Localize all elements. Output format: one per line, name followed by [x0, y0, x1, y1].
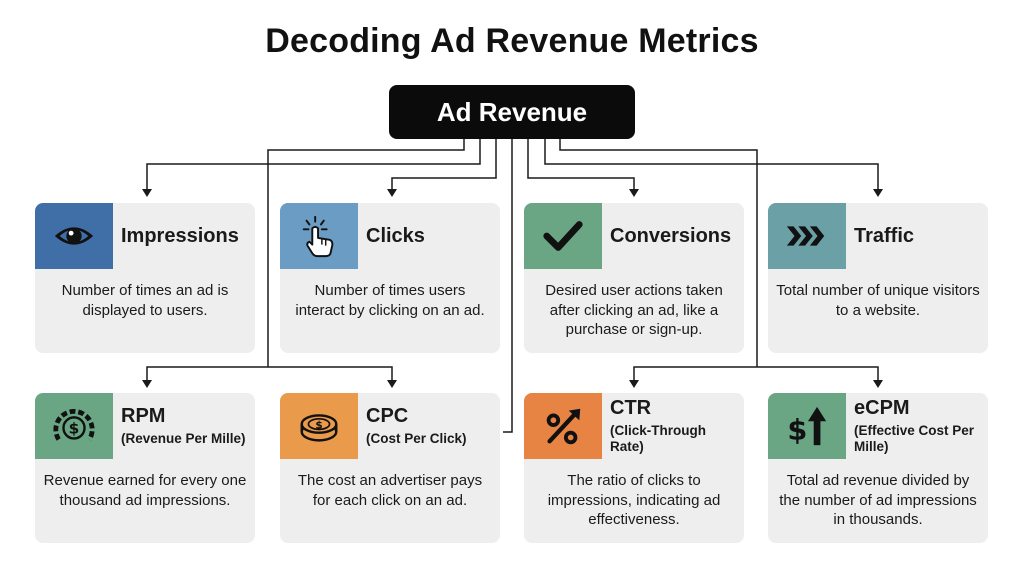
card-title: RPM: [121, 405, 166, 428]
card-ecpm: $ eCPM (Effective Cost Per Mille) Total …: [768, 393, 988, 543]
card-subtitle: (Cost Per Click): [366, 431, 467, 447]
connector-conversions: [527, 139, 635, 189]
card-clicks: Clicks Number of times users interact by…: [280, 203, 500, 353]
card-title: CTR: [610, 397, 652, 420]
card-description: Revenue earned for every one thousand ad…: [43, 472, 247, 509]
card-traffic: Traffic Total number of unique visitors …: [768, 203, 988, 353]
card-description: The cost an advertiser pays for each cli…: [297, 472, 483, 509]
card-title: Impressions: [121, 225, 239, 247]
card-ctr: CTR (Click-Through Rate) The ratio of cl…: [524, 393, 744, 543]
card-description: Total number of unique visitors to a web…: [776, 282, 980, 319]
card-description: Total ad revenue divided by the number o…: [779, 472, 977, 528]
svg-text:$: $: [315, 419, 322, 431]
card-description: Number of times users interact by clicki…: [295, 282, 485, 319]
card-subtitle: (Effective Cost Per Mille): [854, 423, 975, 454]
connector-center: [503, 139, 513, 433]
connector-ctr: [633, 366, 757, 380]
card-title: Traffic: [854, 225, 915, 247]
card-title: Conversions: [610, 225, 732, 247]
dollar-gauge-icon: $: [53, 409, 95, 441]
arrowhead-ctr: [629, 380, 639, 388]
percent-arrow-icon: [546, 408, 581, 445]
arrowhead-impressions: [142, 189, 152, 197]
card-title: Clicks: [366, 225, 425, 247]
card-title: eCPM: [854, 397, 910, 420]
connector-ecpm: [757, 366, 879, 380]
card-rpm: $ RPM (Revenue Per Mille) Revenue earned…: [35, 393, 255, 543]
arrowhead-cpc: [387, 380, 397, 388]
card-conversions: Conversions Desired user actions taken a…: [524, 203, 744, 353]
checkmark-icon: [543, 221, 583, 251]
arrowhead-traffic: [873, 189, 883, 197]
arrowhead-rpm: [142, 380, 152, 388]
connector-impressions: [146, 139, 481, 189]
card-subtitle: (Click-Through Rate): [610, 423, 706, 454]
connector-traffic: [544, 139, 879, 189]
page-title: Decoding Ad Revenue Metrics: [265, 22, 759, 60]
svg-text:$: $: [69, 420, 80, 438]
card-description: Desired user actions taken after clickin…: [545, 282, 723, 338]
arrowhead-conversions: [629, 189, 639, 197]
card-subtitle: (Revenue Per Mille): [121, 431, 246, 447]
coin-icon: $: [300, 414, 338, 442]
arrowhead-clicks: [387, 189, 397, 197]
connector-rpm: [146, 366, 268, 380]
connector-cpc: [268, 366, 393, 380]
connector-clicks: [391, 139, 497, 189]
arrowhead-ecpm: [873, 380, 883, 388]
dollar-up-arrow-icon: $: [787, 406, 827, 446]
card-impressions: Impressions Number of times an ad is dis…: [35, 203, 255, 353]
pointer-click-icon: [302, 215, 334, 258]
eye-icon: [54, 227, 94, 245]
root-node-label: Ad Revenue: [436, 96, 588, 127]
root-node-ad-revenue: Ad Revenue: [389, 85, 635, 139]
card-cpc: $ CPC (Cost Per Click) The cost an adver…: [280, 393, 500, 543]
card-description: Number of times an ad is displayed to us…: [61, 282, 229, 319]
card-title: CPC: [366, 405, 409, 428]
svg-text:$: $: [787, 412, 807, 446]
chevrons-right-icon: [786, 226, 825, 246]
card-description: The ratio of clicks to impressions, indi…: [547, 472, 721, 528]
